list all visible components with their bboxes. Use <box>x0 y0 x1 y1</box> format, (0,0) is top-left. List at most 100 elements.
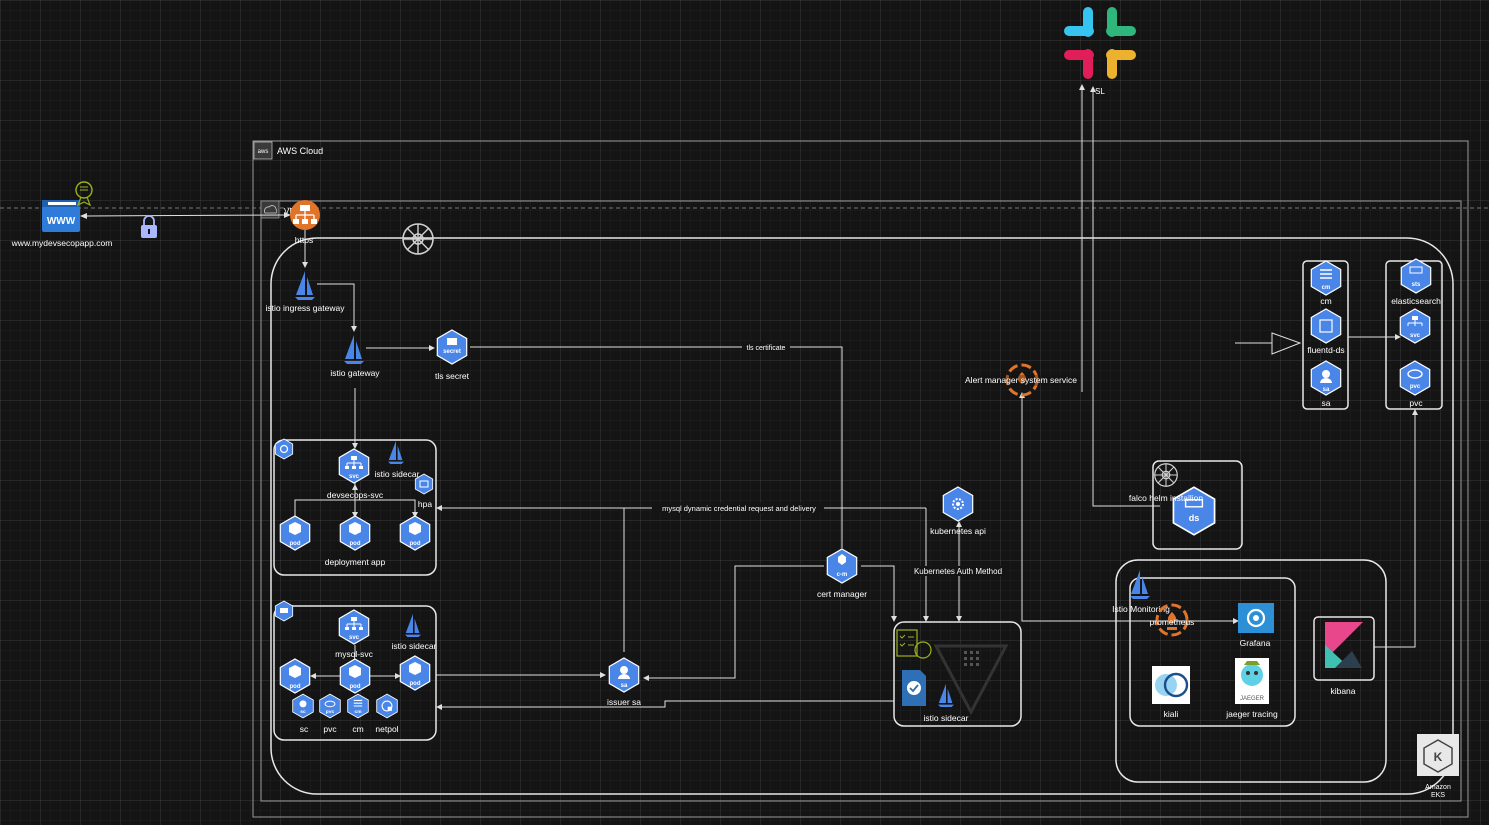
pod-hex-text: pod <box>410 541 421 547</box>
validated-document-icon <box>902 670 926 706</box>
tls-certificate-edge-label: tls certificate <box>747 345 786 352</box>
pod-hex-text: pod <box>350 541 361 547</box>
kubernetes-api-icon <box>942 486 974 522</box>
daemonset-hex-text: ds <box>1189 513 1200 523</box>
tls-secret-label: tls secret <box>435 371 470 381</box>
load-balancer-icon <box>290 200 320 230</box>
configmap-icon: cm <box>1310 260 1342 296</box>
issuer-hex-text: sa <box>621 683 628 689</box>
namespace-icon <box>274 438 294 460</box>
pvc-hex-text: pvc <box>326 710 335 715</box>
storage-class-icon: sc <box>292 693 314 719</box>
vault-box <box>893 621 1022 727</box>
es-svc-hex-text: svc <box>1410 333 1421 339</box>
cert-manager-icon: c-m <box>826 548 858 584</box>
statefulset-hex-text: sts <box>1412 282 1421 288</box>
logging-pvc-label: pvc <box>1409 398 1423 408</box>
svc-hex-text: svc <box>349 474 360 480</box>
falco-helm-icon <box>1154 463 1178 487</box>
alert-manager-icon <box>1005 363 1039 397</box>
issuer-sa-icon: sa <box>608 657 640 693</box>
istio-gateway-label: istio gateway <box>330 368 380 378</box>
issuer-sa-label: issuer sa <box>607 697 641 707</box>
sc-label: sc <box>300 724 309 734</box>
aws-cloud-boundary <box>252 140 1469 818</box>
mysql-namespace-box <box>273 605 437 741</box>
eks-label-line1: Amazon <box>1425 784 1451 791</box>
jaeger-icon: JAEGER <box>1235 658 1269 704</box>
hpa-icon <box>414 473 434 495</box>
pvc-icon: pvc <box>1399 360 1431 396</box>
jaeger-badge-text: JAEGER <box>1240 696 1265 702</box>
deployment-app-label: deployment app <box>325 557 386 567</box>
slack-label: SL <box>1095 87 1105 96</box>
aws-badge-text: aws <box>258 149 269 155</box>
mysql-svc-icon: svc <box>338 609 370 645</box>
netpol-icon <box>376 693 398 719</box>
grafana-icon <box>1238 603 1274 633</box>
istio-gateway-icon <box>344 335 364 364</box>
istio-monitoring-label: Istio Monitoring <box>1112 604 1170 614</box>
checklist-key-icon <box>896 629 932 659</box>
secret-hex-text: secret <box>443 349 461 355</box>
mysql-svc-label: mysql-svc <box>335 649 374 659</box>
eks-label-line2: EKS <box>1431 792 1445 799</box>
istio-sidecar-icon <box>405 613 421 637</box>
daemonset-icon: ds <box>1172 486 1216 536</box>
pod-hex-text: pod <box>350 684 361 690</box>
amazon-eks-icon: K <box>1417 734 1459 776</box>
elasticsearch-svc-icon: svc <box>1399 308 1431 344</box>
fluentd-label: fluentd-ds <box>1307 345 1344 355</box>
falco-label: falco helm installion <box>1129 493 1203 503</box>
pod-icon: pod <box>399 655 431 691</box>
elasticsearch-label: elasticsearch <box>1391 296 1441 306</box>
istio-sidecar-icon <box>938 683 954 707</box>
devsecops-svc-icon: svc <box>338 448 370 484</box>
pvc-icon: pvc <box>319 693 341 719</box>
pvc-label: pvc <box>323 724 337 734</box>
istio-ingress-gateway-label: istio ingress gateway <box>266 303 346 313</box>
kubernetes-auth-method-label: Kubernetes Auth Method <box>914 567 1002 576</box>
service-account-icon: sa <box>1310 360 1342 396</box>
pod-icon: pod <box>339 515 371 551</box>
cm-label: cm <box>352 724 363 734</box>
lock-icon <box>141 215 157 238</box>
istio-ingress-gateway-icon <box>295 271 315 300</box>
istio-sidecar-icon <box>388 440 404 464</box>
pod-icon: pod <box>339 658 371 694</box>
pod-icon: pod <box>279 515 311 551</box>
pod-hex-text: pod <box>410 681 421 687</box>
logging-cm-hex-text: cm <box>1322 285 1331 291</box>
monitoring-inner-box <box>1129 577 1296 727</box>
vault-istio-sidecar-label: istio sidecar <box>924 713 969 723</box>
cm-hex-text: cm <box>354 710 362 715</box>
https-label: https <box>295 235 313 245</box>
cert-manager-hex-text: c-m <box>837 572 848 578</box>
vault-icon <box>933 644 1009 716</box>
fluentd-icon <box>1310 308 1342 344</box>
mysql-istio-sidecar-label: istio sidecar <box>392 641 437 651</box>
logging-cm-label: cm <box>1320 296 1331 306</box>
kibana-icon <box>1325 622 1363 668</box>
hpa-label: hpa <box>418 499 432 509</box>
aws-cloud-label: AWS Cloud <box>277 146 323 156</box>
grafana-label: Grafana <box>1240 638 1271 648</box>
kubernetes-wheel-icon <box>402 223 434 255</box>
kibana-label: kibana <box>1330 686 1355 696</box>
vpc-badge <box>260 200 280 219</box>
statefulset-icon: sts <box>1400 258 1432 294</box>
devsecops-svc-label: devsecops-svc <box>327 490 384 500</box>
pod-hex-text: pod <box>290 541 301 547</box>
cert-manager-label: cert manager <box>817 589 867 599</box>
browser-text: WWW <box>47 216 76 227</box>
alert-manager-label: Alert manager system service <box>965 375 1077 385</box>
istio-monitoring-icon <box>1130 570 1150 599</box>
svc-hex-text: svc <box>349 635 360 641</box>
kiali-label: kiali <box>1164 709 1179 719</box>
aws-badge: aws <box>253 141 273 160</box>
pod-hex-text: pod <box>290 684 301 690</box>
kibana-box <box>1313 616 1375 681</box>
monitoring-outer-box <box>1115 559 1387 783</box>
edges <box>80 84 1418 710</box>
domain-label: www.mydevsecopapp.com <box>11 238 113 248</box>
